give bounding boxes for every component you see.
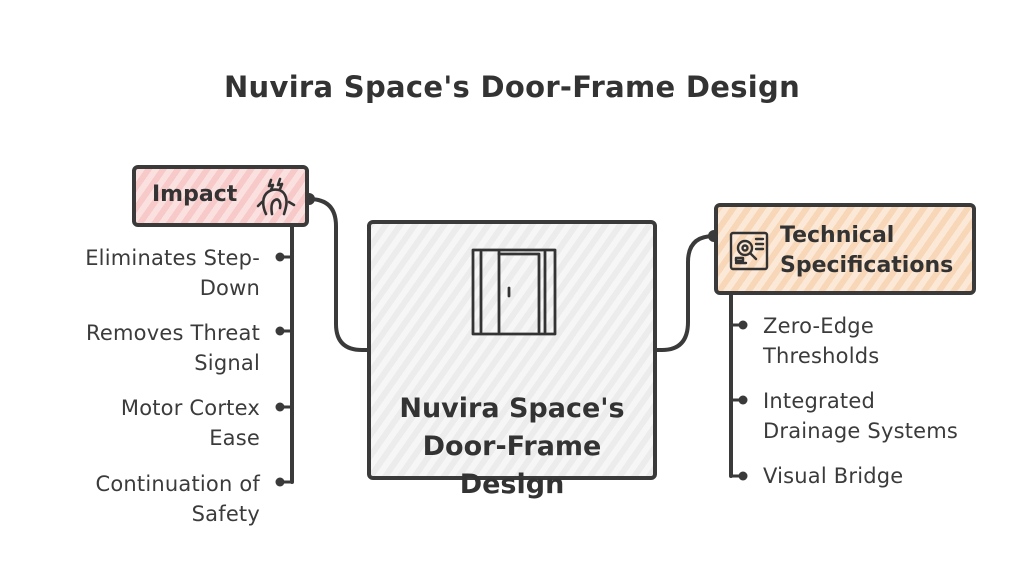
head-stress-icon [256, 177, 296, 216]
door-icon [471, 248, 557, 336]
diagram-title: Nuvira Space's Door-Frame Design [223, 70, 801, 104]
technical-label: Technical Specifications [780, 223, 954, 278]
center-label-text: Nuvira Space's Door-Frame Design [399, 393, 625, 500]
technical-item: Visual Bridge [763, 464, 904, 488]
impact-label: Impact [152, 182, 238, 207]
technical-item: Integrated Drainage Systems [763, 389, 959, 443]
technical-item: Zero-Edge Thresholds [763, 314, 880, 368]
impact-item: Removes Threat Signal [86, 321, 260, 375]
technical-connector [655, 234, 716, 352]
impact-item: Continuation of Safety [95, 472, 260, 526]
impact-node: Impact [132, 165, 309, 227]
center-node: Nuvira Space's Door-Frame Design [367, 220, 657, 500]
impact-connector [307, 197, 369, 352]
blueprint-icon [729, 231, 769, 271]
technical-node: Technical Specifications [714, 203, 976, 295]
impact-item: Motor Cortex Ease [120, 396, 260, 450]
impact-item: Eliminates Step- Down [85, 246, 260, 300]
center-label: Nuvira Space's Door-Frame Design [371, 352, 653, 504]
